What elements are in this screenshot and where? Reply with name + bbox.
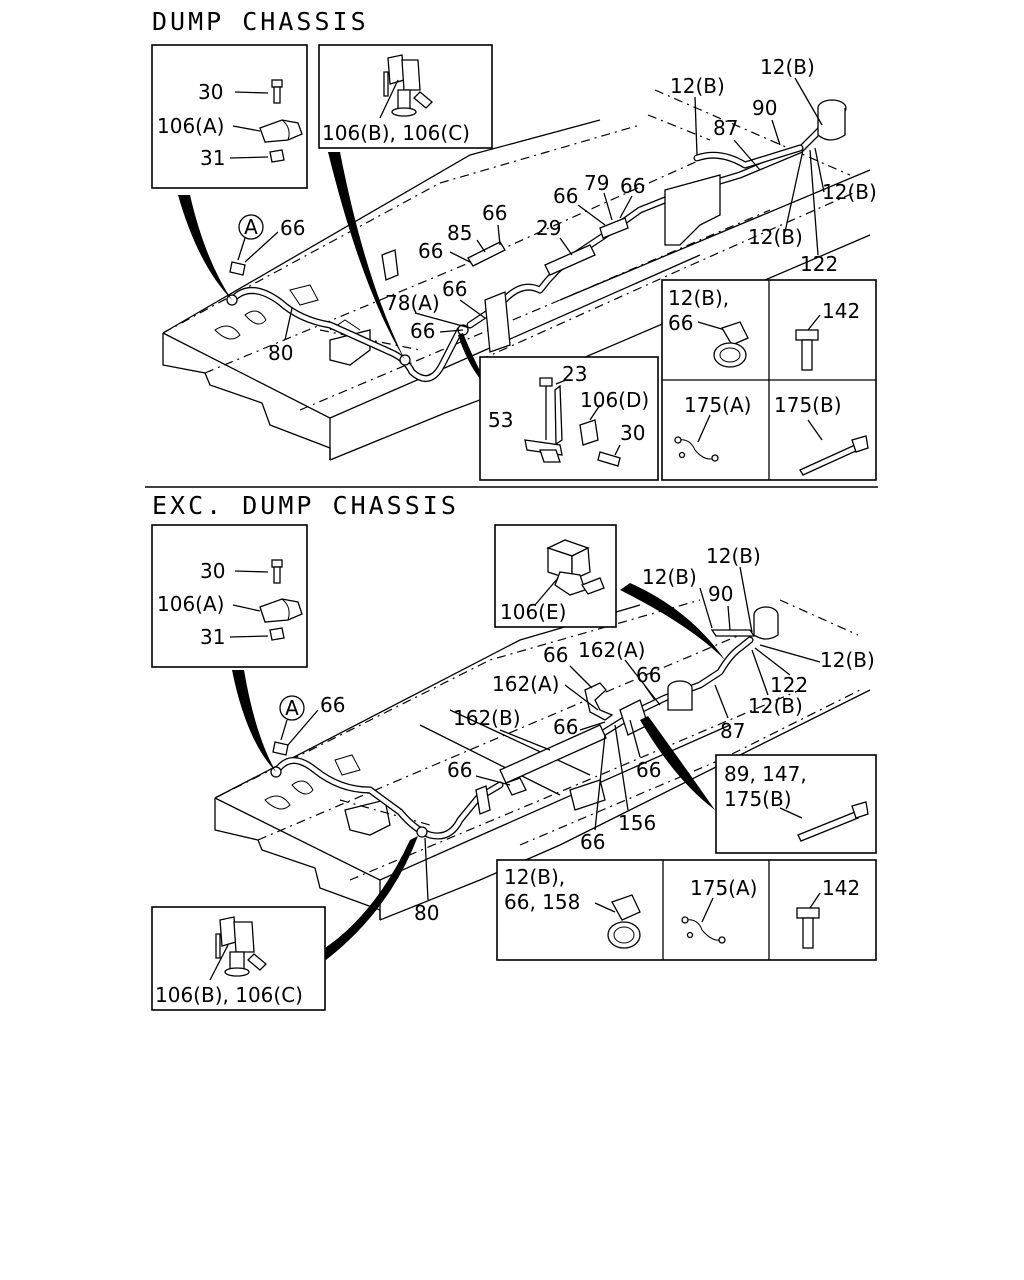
callout-162a-1: 162(A) [578,638,645,662]
bottom-inset-106e: 106(E) [494,524,617,628]
callout-12b-2-b: 12(B) [706,544,761,568]
section-title-exc-dump-chassis: EXC. DUMP CHASSIS [152,491,459,520]
inset-label-175b-b: 175(B) [724,787,792,811]
grid-label-12b: 12(B), [668,286,729,310]
grid-label-142: 142 [822,299,860,323]
bottom-inset-grid: 12(B), 66, 158 175(A) 142 [496,859,877,961]
callout-78a: 78(A) [385,291,440,315]
inset-label-106a-b: 106(A) [157,592,224,616]
inset-label-23: 23 [562,362,587,386]
bottom-marker-a: A [272,695,305,756]
callout-90: 90 [752,96,777,120]
inset-label-53: 53 [488,408,513,432]
inset-label-89-147: 89, 147, [724,762,807,786]
section-title-dump-chassis: DUMP CHASSIS [152,7,369,36]
callout-66-3: 66 [553,715,578,739]
inset-label-106e: 106(E) [500,600,566,624]
callout-12b-3: 12(B) [822,180,877,204]
grid-label-175a-b: 175(A) [690,876,757,900]
callout-66-5: 66 [580,830,605,854]
callout-12b-2: 12(B) [760,55,815,79]
callout-12b-1: 12(B) [670,74,725,98]
top-inset-bracket: 30 106(A) 31 [151,44,308,189]
inset-label-30: 30 [198,80,223,104]
callout-162a-2: 162(A) [492,672,559,696]
bottom-inset-bracket: 30 106(A) 31 [151,524,308,668]
callout-66-a-b: 66 [320,693,345,717]
inset-label-106bc-b: 106(B), 106(C) [155,983,303,1007]
callout-66-a: 66 [280,216,305,240]
inset-label-31-b: 31 [200,625,225,649]
callout-12b-3-b: 12(B) [820,648,875,672]
top-sweep-2 [328,152,405,360]
top-sweep-3 [458,333,492,392]
grid-label-12b-b: 12(B), [504,865,565,889]
callout-122-b: 122 [770,673,808,697]
inset-label-106bc: 106(B), 106(C) [322,121,470,145]
inset-label-106a: 106(A) [157,114,224,138]
bottom-sweep-1 [232,670,276,772]
bottom-inset-tie: 89, 147, 175(B) [715,754,877,854]
top-inset-grid: 12(B), 66 142 175(A) 175(B) [661,279,877,481]
bottom-brake-pipe [270,606,779,840]
inset-label-30-b: 30 [200,559,225,583]
top-sweep-1 [178,195,232,300]
callout-85: 85 [447,221,472,245]
callout-162b: 162(B) [453,706,521,730]
top-marker-a: A [229,214,264,276]
callout-80-b: 80 [414,901,439,925]
inset-label-106d: 106(D) [580,388,649,412]
top-inset-clip: 106(B), 106(C) [318,44,493,149]
grid-label-66-158: 66, 158 [504,890,580,914]
callout-12b-1-b: 12(B) [642,565,697,589]
callout-66-mid: 66 [442,277,467,301]
callout-66-2: 66 [636,663,661,687]
bottom-sweep-3 [640,716,715,810]
marker-a-label-2: A [285,696,299,720]
callout-66-low: 66 [410,319,435,343]
bottom-sweep-4 [322,836,418,960]
grid-label-142-b: 142 [822,876,860,900]
callout-66-4: 66 [447,758,472,782]
callout-66-r: 66 [620,174,645,198]
grid-label-175a: 175(A) [684,393,751,417]
callout-29: 29 [536,216,561,240]
callout-12b-4: 12(B) [748,225,803,249]
marker-a-label: A [244,215,258,239]
callout-12b-4-b: 12(B) [748,694,803,718]
callout-66-top: 66 [482,201,507,225]
callout-66-6: 66 [636,758,661,782]
callout-79: 79 [584,171,609,195]
callout-87: 87 [713,116,738,140]
grid-label-175b: 175(B) [774,393,842,417]
callout-80: 80 [268,341,293,365]
bottom-callouts: 66 66 162(A) 162(A) 66 162(B) 66 66 66 6… [287,544,875,925]
callout-122: 122 [800,252,838,276]
callout-90-b: 90 [708,582,733,606]
callout-87-b: 87 [720,719,745,743]
callout-156: 156 [618,811,656,835]
top-inset-mount: 53 23 106(D) 30 [479,356,659,481]
bottom-sweep-2 [620,583,725,660]
top-brake-pipe [226,99,847,383]
grid-label-66: 66 [668,311,693,335]
callout-66-79: 66 [553,184,578,208]
inset-label-31: 31 [200,146,225,170]
bottom-inset-clip: 106(B), 106(C) [151,906,326,1011]
inset-label-30b: 30 [620,421,645,445]
callout-66-1: 66 [543,643,568,667]
top-callouts: 66 80 66 85 66 78(A) 66 66 29 66 79 66 1… [244,55,877,365]
callout-66-85: 66 [418,239,443,263]
